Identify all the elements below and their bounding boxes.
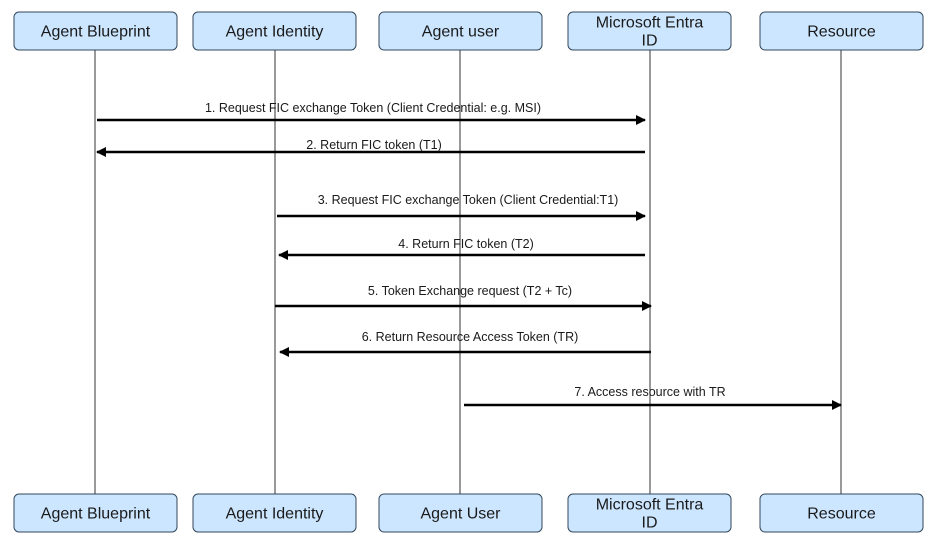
participant-box [192, 11, 357, 51]
message-4: 4. Return FIC token (T2) [278, 237, 645, 260]
participant-top-agent-identity: Agent Identity [192, 11, 357, 51]
participant-label: Agent Blueprint [41, 506, 151, 523]
message-6: 6. Return Resource Access Token (TR) [279, 330, 651, 357]
message-7: 7. Access resource with TR [464, 385, 842, 410]
participant-box [759, 11, 924, 51]
message-3: 3. Request FIC exchange Token (Client Cr… [277, 193, 646, 221]
participant-box [567, 493, 732, 533]
message-label: 1. Request FIC exchange Token (Client Cr… [205, 101, 541, 115]
participant-bottom-agent-identity: Agent Identity [192, 493, 357, 533]
message-1: 1. Request FIC exchange Token (Client Cr… [97, 101, 646, 125]
message-label: 2. Return FIC token (T1) [306, 138, 441, 152]
participant-box [13, 493, 178, 533]
participant-label: Agent User [420, 506, 501, 523]
participant-box [13, 11, 178, 51]
participant-box [378, 11, 543, 51]
participant-label: Resource [807, 24, 876, 41]
participant-top-agent-blueprint: Agent Blueprint [13, 11, 178, 51]
participant-box [192, 493, 357, 533]
participant-label: ID [642, 515, 658, 532]
message-label: 4. Return FIC token (T2) [398, 237, 533, 251]
participant-box [759, 493, 924, 533]
participant-top-resource: Resource [759, 11, 924, 51]
participant-label: Microsoft Entra [596, 15, 704, 32]
participant-box [567, 11, 732, 51]
participant-box [378, 493, 543, 533]
participant-label: Agent Identity [226, 24, 324, 41]
participant-top-agent-user: Agent user [378, 11, 543, 51]
lifelines [94, 50, 842, 494]
participant-bottom-resource: Resource [759, 493, 924, 533]
participant-bottom-agent-user: Agent User [378, 493, 543, 533]
participant-label: Agent Identity [226, 506, 324, 523]
participant-label: Microsoft Entra [596, 497, 704, 514]
message-label: 6. Return Resource Access Token (TR) [362, 330, 579, 344]
participant-label: Agent user [422, 24, 500, 41]
participant-label: ID [642, 33, 658, 50]
message-label: 3. Request FIC exchange Token (Client Cr… [318, 193, 619, 207]
participant-label: Resource [807, 506, 876, 523]
message-5: 5. Token Exchange request (T2 + Tc) [275, 284, 652, 311]
message-2: 2. Return FIC token (T1) [96, 138, 645, 157]
participant-row-top: Agent Blueprint Agent Identity Agent user M… [13, 11, 924, 51]
participant-label: Agent Blueprint [41, 24, 151, 41]
message-label: 5. Token Exchange request (T2 + Tc) [368, 284, 572, 298]
message-label: 7. Access resource with TR [574, 385, 725, 399]
messages: 1. Request FIC exchange Token (Client Cr… [96, 101, 842, 410]
participant-row-bottom: Agent Blueprint Agent Identity Agent User M… [13, 493, 924, 533]
participant-bottom-agent-blueprint: Agent Blueprint [13, 493, 178, 533]
